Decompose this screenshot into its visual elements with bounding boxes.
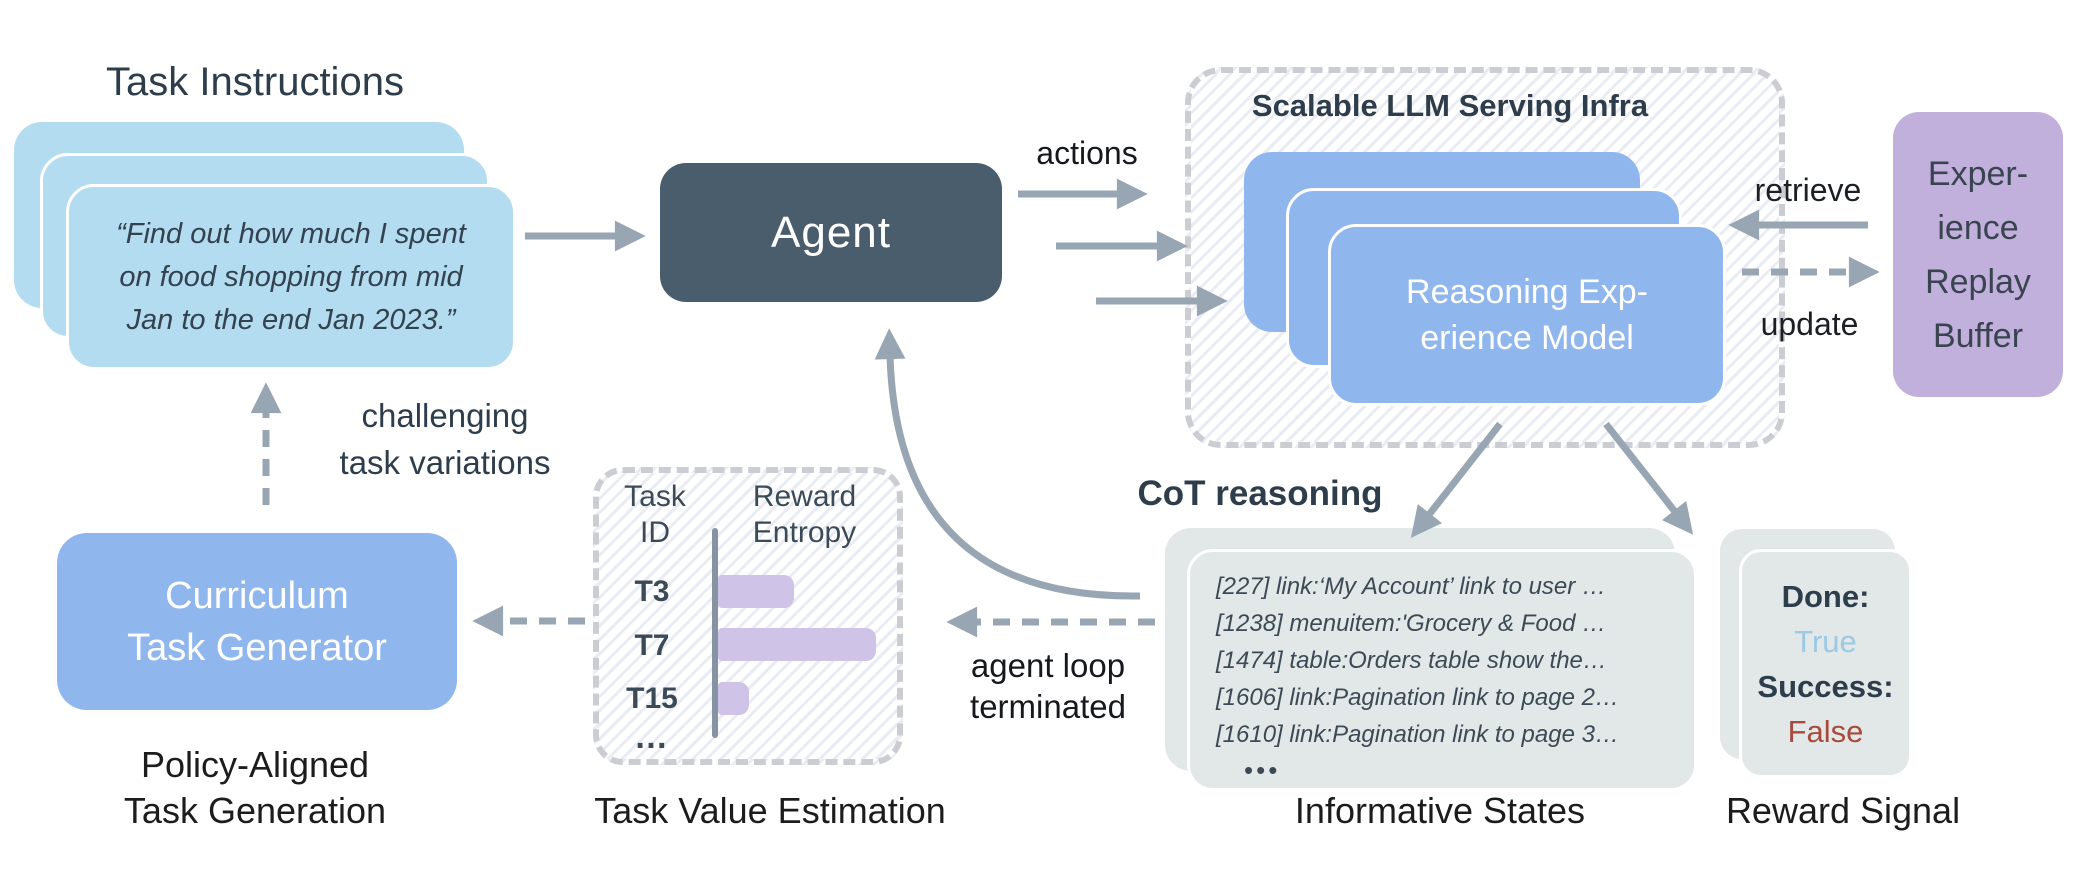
reward-signal-caption: Reward Signal: [1725, 790, 1961, 831]
success-value: False: [1787, 713, 1864, 749]
agent-label: Agent: [771, 207, 891, 257]
buffer-label-line: Exper-: [1927, 154, 2029, 193]
policy-caption-line: Task Generation: [123, 790, 387, 831]
cot-reasoning-label: CoT reasoning: [1137, 474, 1383, 513]
policy-caption-line: Policy-Aligned: [140, 744, 370, 785]
tve-bar-t7: [718, 628, 876, 661]
model-label-line: erience Model: [1420, 319, 1634, 357]
task-instructions-heading: Task Instructions: [106, 60, 404, 104]
task-value-estimation-box: [593, 467, 903, 765]
actions-label: actions: [1036, 135, 1138, 171]
challenging-line: task variations: [339, 444, 551, 481]
update-label: update: [1760, 306, 1859, 342]
tve-column-header-reward-entropy: Reward Entropy: [722, 479, 887, 551]
tve-row-label-ellipsis: …: [634, 718, 670, 756]
tve-row-label: T3: [634, 575, 670, 608]
tve-bar-t15: [718, 682, 749, 715]
tve-column-header-task-id: Task ID: [600, 479, 710, 551]
buffer-label-line: Buffer: [1932, 316, 2024, 355]
curriculum-label-line: Task Generator: [127, 626, 387, 669]
agent-box: Agent: [660, 163, 1002, 302]
curriculum-task-generator-box: Curriculum Task Generator: [57, 533, 457, 710]
agent-loop-terminated-label: agent loop terminated: [918, 645, 1178, 727]
serving-infra-title: Scalable LLM Serving Infra: [1251, 88, 1649, 123]
tve-header-line: ID: [640, 516, 670, 549]
tve-row-label: T15: [626, 682, 678, 715]
tve-bar-t3: [718, 575, 794, 608]
task-quote-line: “Find out how much I spent: [116, 217, 466, 250]
reward-signal-card-front: Done: True Success: False: [1739, 549, 1912, 778]
agent-loop-line: terminated: [970, 688, 1126, 725]
tve-header-line: Reward: [752, 480, 857, 513]
retrieve-label: retrieve: [1754, 172, 1862, 208]
informative-states-card-front: [227] link:‘My Account’ link to user … […: [1187, 549, 1697, 791]
task-quote-line: on food shopping from mid: [119, 260, 463, 293]
informative-states-caption: Informative States: [1294, 790, 1586, 831]
informative-state-line: [1606] link:Pagination link to page 2…: [1216, 684, 1619, 711]
agent-loop-line: agent loop: [970, 647, 1126, 684]
model-card-front: Reasoning Exp- erience Model: [1328, 224, 1726, 406]
tve-header-line: Entropy: [752, 516, 857, 549]
curriculum-label-line: Curriculum: [165, 574, 349, 617]
policy-aligned-caption: Policy-Aligned Task Generation: [55, 742, 455, 834]
challenging-line: challenging: [361, 397, 529, 434]
buffer-label-line: ience: [1937, 208, 2019, 247]
task-quote-line: Jan to the end Jan 2023.”: [126, 303, 456, 336]
buffer-label-line: Replay: [1925, 262, 2031, 301]
challenging-task-variations-label: challenging task variations: [300, 392, 590, 486]
model-label-line: Reasoning Exp-: [1406, 273, 1648, 311]
tve-chart-axis: [712, 528, 718, 738]
task-value-estimation-caption: Task Value Estimation: [594, 790, 946, 831]
experience-replay-buffer-box: Exper- ience Replay Buffer: [1893, 112, 2063, 397]
informative-state-line: [1610] link:Pagination link to page 3…: [1216, 721, 1619, 748]
tve-row-label: T7: [634, 629, 670, 662]
informative-state-line: [1474] table:Orders table show the…: [1216, 647, 1607, 674]
tve-header-line: Task: [624, 480, 686, 513]
informative-state-ellipsis: •••: [1244, 755, 1281, 785]
done-value: True: [1794, 623, 1857, 659]
success-label: Success:: [1757, 668, 1894, 704]
done-label: Done:: [1781, 578, 1870, 614]
arrow-loop-to-agent-curved: [874, 328, 1141, 600]
informative-state-line: [1238] menuitem:'Grocery & Food …: [1216, 610, 1607, 637]
informative-state-line: [227] link:‘My Account’ link to user …: [1216, 573, 1606, 600]
task-card-front: “Find out how much I spent on food shopp…: [66, 184, 516, 370]
